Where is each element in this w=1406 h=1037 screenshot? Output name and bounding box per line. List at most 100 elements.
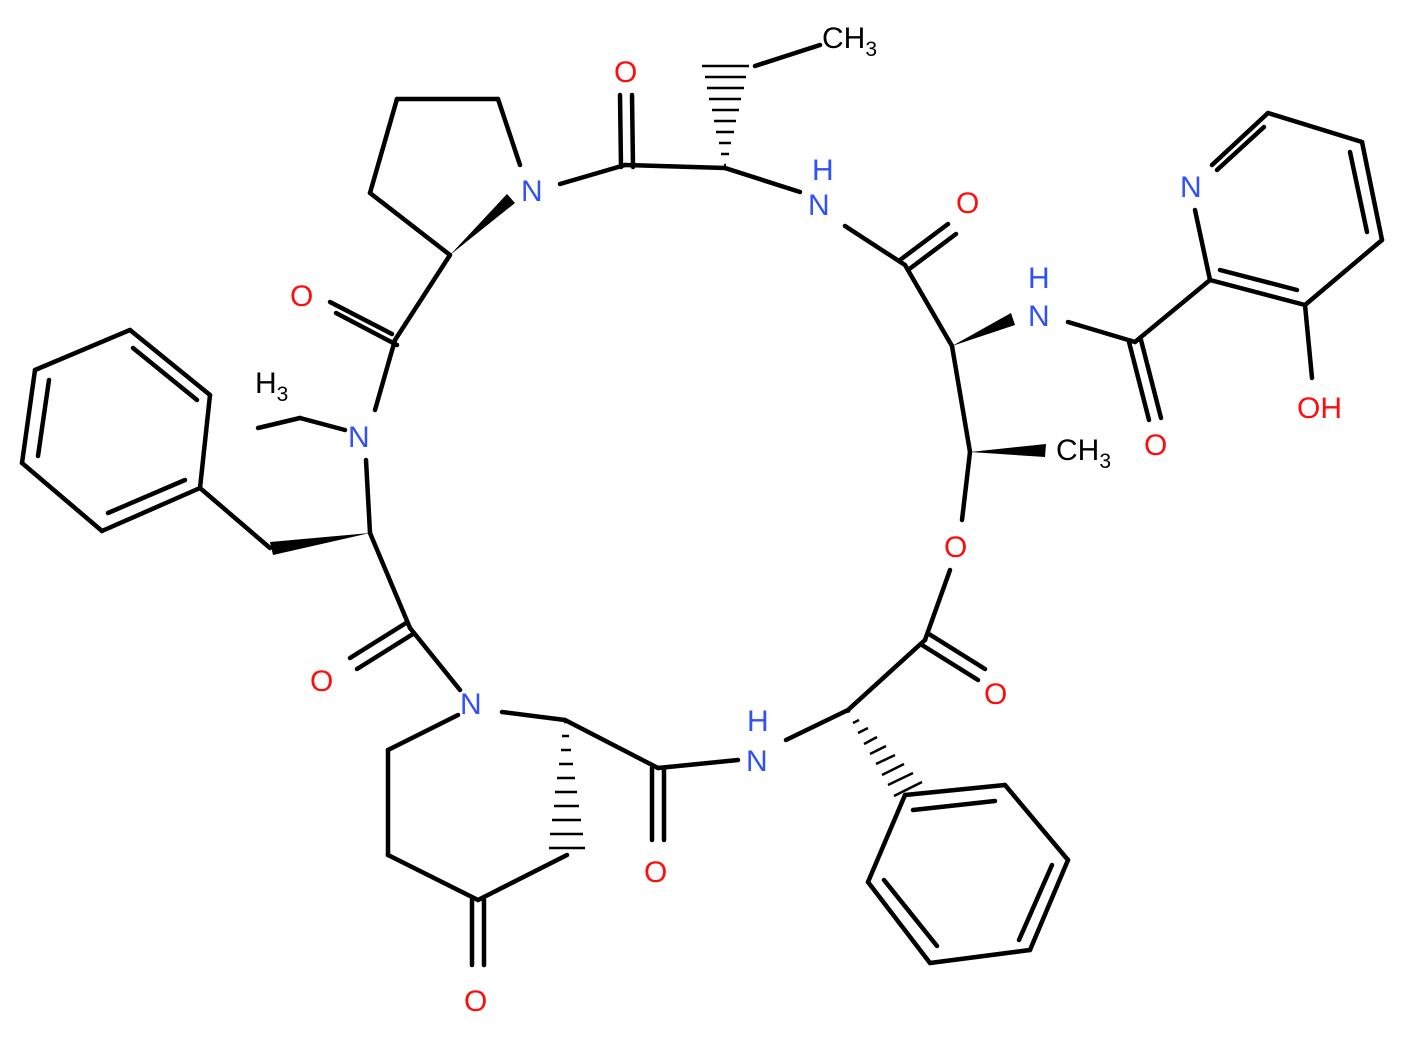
wedge-bond (450, 194, 515, 255)
bond (327, 299, 395, 337)
oxygen-label: O (1144, 429, 1167, 462)
oxygen-label: O (944, 531, 967, 564)
bond (1347, 149, 1370, 235)
bond (35, 377, 52, 459)
bond (910, 798, 998, 813)
bond (1359, 139, 1385, 243)
bond (1138, 337, 1164, 421)
bond (905, 231, 959, 273)
hash-bond (702, 64, 749, 167)
bond (363, 457, 373, 536)
atom-labels: CH3 O N N H O N N H OH O CH3 O O N H O O (255, 22, 1342, 1018)
bond (1027, 857, 1071, 953)
hydrogen-label: H (747, 705, 769, 738)
bond (105, 477, 188, 516)
bond (926, 631, 988, 672)
oxygen-label: O (310, 665, 333, 698)
bond (1132, 277, 1213, 345)
bond (19, 367, 38, 466)
oxygen-label: O (290, 280, 313, 313)
bond (1217, 267, 1300, 293)
bond (367, 530, 413, 631)
bond (130, 345, 200, 403)
bond (622, 162, 728, 171)
hydrogen-label: H (1028, 262, 1050, 295)
bond (557, 162, 628, 187)
bond (865, 879, 933, 966)
bond (927, 947, 1033, 966)
bond (922, 567, 953, 643)
bond (354, 631, 416, 672)
oxygen-label: O (464, 985, 487, 1018)
bonds (19, 42, 1385, 968)
bond (1192, 207, 1213, 283)
bond (495, 96, 523, 168)
methyl-bond (255, 415, 303, 431)
stereo-bonds (270, 64, 1046, 850)
bond (655, 757, 741, 771)
nitrogen-label: N (1028, 300, 1050, 333)
wedge-bond (952, 313, 1015, 346)
oxygen-label: O (614, 56, 637, 89)
bond (902, 262, 955, 349)
bond (367, 190, 453, 258)
bond (333, 310, 400, 348)
bond (629, 92, 636, 170)
wedge-bond (970, 444, 1046, 457)
oxygen-label: O (984, 678, 1007, 711)
bond (949, 343, 973, 455)
bond (19, 460, 105, 534)
bond (897, 221, 951, 263)
bond (902, 782, 1008, 798)
bond (783, 707, 851, 743)
ch3-label: CH3 (822, 22, 877, 61)
bond (1302, 237, 1385, 308)
nitrogen-label: N (1180, 171, 1202, 204)
bond (407, 625, 463, 693)
bond (367, 96, 400, 196)
bond (499, 709, 568, 723)
bond (752, 42, 823, 69)
bond (1209, 110, 1271, 168)
bond (1214, 124, 1267, 173)
bond (1207, 277, 1308, 308)
bond (865, 792, 908, 885)
bond (1002, 782, 1071, 863)
bond (1016, 862, 1055, 943)
wedge-bond (270, 533, 370, 555)
bond (1065, 319, 1138, 345)
bond (392, 252, 453, 343)
bond (722, 165, 803, 195)
bond (959, 449, 973, 523)
bond (562, 717, 661, 771)
bond (842, 223, 908, 268)
bond (385, 852, 481, 903)
bond (99, 485, 203, 534)
bond (617, 92, 624, 170)
bond (1265, 110, 1365, 145)
bond (845, 637, 928, 713)
nitrogen-label: N (460, 688, 482, 721)
hash-bond (549, 720, 585, 850)
bond (32, 327, 133, 373)
nitrogen-label: N (348, 421, 370, 454)
bond (372, 337, 398, 413)
bond (881, 877, 940, 949)
oxygen-label: O (956, 187, 979, 220)
nitrogen-label: N (521, 175, 543, 208)
nitrogen-label: N (746, 745, 768, 778)
hydroxyl-label: OH (1297, 392, 1342, 425)
bond (127, 327, 213, 398)
bond (475, 852, 570, 903)
bond (197, 392, 213, 491)
bond (385, 712, 461, 753)
bond (919, 642, 981, 683)
oxygen-label: O (644, 856, 667, 889)
bond (347, 620, 409, 661)
hash-bond (846, 709, 923, 798)
bond (1126, 339, 1152, 423)
bond (197, 485, 273, 551)
hydrogen-label: H (812, 154, 834, 187)
bond (297, 415, 348, 433)
